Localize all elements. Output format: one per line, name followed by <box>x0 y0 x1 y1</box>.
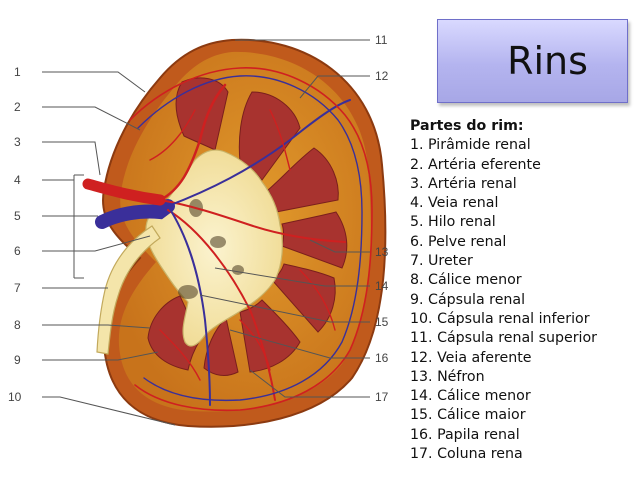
callout-1: 1 <box>14 65 21 79</box>
legend-item: 1. Pirâmide renal <box>410 137 531 154</box>
legend-item: 3. Artéria renal <box>410 175 517 192</box>
callout-10: 10 <box>8 390 22 404</box>
renal-pelvis <box>145 149 283 347</box>
legend-heading: Partes do rim: <box>410 118 524 134</box>
legend-item: 4. Veia renal <box>410 195 499 212</box>
legend-item: 9. Cápsula renal <box>410 291 526 308</box>
legend-item: 15. Cálice maior <box>410 407 526 424</box>
legend-item: 17. Coluna rena <box>410 446 523 463</box>
callout-6: 6 <box>14 244 21 258</box>
renal-artery <box>82 178 166 206</box>
callout-12: 12 <box>375 69 389 83</box>
legend-item: 12. Veia aferente <box>410 349 532 366</box>
renal-vein <box>95 199 175 229</box>
legend-item: 13. Néfron <box>410 368 485 385</box>
pyramid-lower-right <box>239 299 301 373</box>
pyramid-upper <box>175 77 229 151</box>
callout-15: 15 <box>375 315 389 329</box>
callout-14: 14 <box>375 279 389 293</box>
minor-calyces <box>178 199 244 299</box>
legend-item: 6. Pelve renal <box>410 233 507 250</box>
legend-item: 8. Cálice menor <box>410 272 522 289</box>
callout-3: 3 <box>14 135 21 149</box>
legend-item: 14. Cálice menor <box>410 388 531 405</box>
callout-numbers: 1 2 3 4 5 6 7 8 9 10 11 12 13 14 15 16 1… <box>8 33 389 404</box>
callout-16: 16 <box>375 351 389 365</box>
title-box: Rins <box>437 19 628 103</box>
legend-item: 2. Artéria eferente <box>410 156 541 173</box>
pyramid-right-3 <box>271 263 336 333</box>
callout-11: 11 <box>375 33 388 47</box>
page-title: Rins <box>507 39 588 83</box>
callout-9: 9 <box>14 353 21 367</box>
blood-vessels <box>82 67 373 412</box>
legend-item: 16. Papila renal <box>410 426 520 443</box>
legend-item: 11. Cápsula renal superior <box>410 330 598 347</box>
callout-7: 7 <box>14 281 21 295</box>
ureter <box>96 225 161 355</box>
legend-item: 5. Hilo renal <box>410 214 496 231</box>
renal-pyramids <box>147 77 348 376</box>
callout-8: 8 <box>14 318 21 332</box>
legend: Partes do rim: 1. Pirâmide renal 2. Arté… <box>410 117 632 464</box>
callout-lines <box>42 39 370 426</box>
legend-item: 7. Ureter <box>410 253 473 270</box>
legend-item: 10. Cápsula renal inferior <box>410 310 590 327</box>
callout-13: 13 <box>375 245 389 259</box>
callout-17: 17 <box>375 390 389 404</box>
callout-5: 5 <box>14 209 21 223</box>
callout-4: 4 <box>14 173 21 187</box>
callout-2: 2 <box>14 100 21 114</box>
